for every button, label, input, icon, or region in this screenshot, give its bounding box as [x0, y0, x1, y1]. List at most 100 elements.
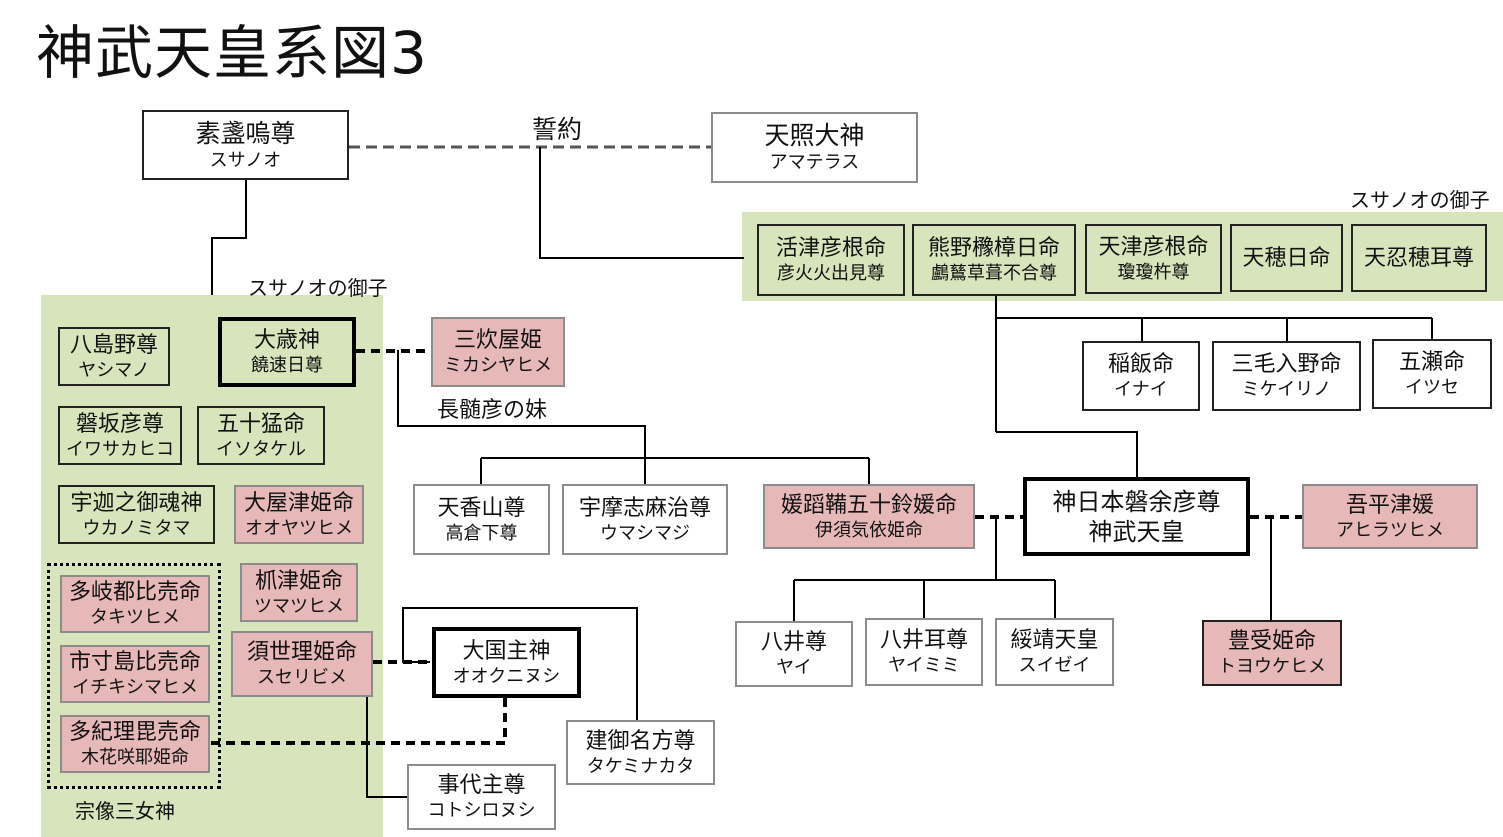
person-oyatsuhime: 大屋津姫命 オオヤツヒメ — [234, 485, 364, 544]
person-yashimano: 八島野尊 ヤシマノ — [58, 327, 170, 386]
person-name: 五瀬命 — [1398, 350, 1465, 375]
person-reading: イソタケル — [216, 438, 306, 460]
person-reading: ヤイミミ — [888, 655, 960, 676]
person-reading: コトシロヌシ — [427, 800, 536, 821]
person-reading: オオクニヌシ — [452, 665, 561, 687]
person-name: 豊受姫命 — [1227, 629, 1316, 654]
person-name: 多紀理毘売命 — [68, 720, 201, 745]
person-amatsuhikone: 天津彦根命 瓊瓊杵尊 — [1085, 224, 1222, 294]
person-name: 三炊屋姫 — [453, 328, 542, 353]
person-suizei: 綏靖天皇 スイゼイ — [995, 618, 1114, 686]
person-reading: 高倉下尊 — [445, 522, 518, 544]
person-itsuse: 五瀬命 イツセ — [1372, 339, 1492, 409]
person-suseribime: 須世理姫命 スセリビメ — [231, 631, 373, 697]
person-reading: 彦火火出見尊 — [777, 263, 885, 284]
person-name: 建御名方尊 — [585, 728, 696, 754]
person-reading: ミカシヤヒメ — [444, 355, 552, 376]
person-amenohohi: 天穂日命 — [1230, 224, 1343, 292]
person-tsumatsuhime: 枛津姫命 ツマツヒメ — [240, 563, 358, 622]
person-reading: 饒速日尊 — [251, 355, 323, 376]
person-reading: スセリビメ — [257, 667, 347, 688]
person-reading: ウマシマジ — [600, 522, 690, 544]
person-mikashiyahime: 三炊屋姫 ミカシヤヒメ — [431, 317, 565, 387]
person-takiribime: 多紀理毘売命 木花咲耶姫命 — [60, 715, 210, 773]
person-name: 宇摩志麻治尊 — [578, 495, 711, 521]
person-name: 天穂日命 — [1242, 245, 1331, 271]
munakata-label: 宗像三女神 — [75, 799, 175, 823]
person-jimmu: 神日本磐余彦尊 神武天皇 — [1023, 477, 1250, 556]
person-reading: トヨウケヒメ — [1218, 656, 1326, 677]
person-name: 熊野櫲樟日命 — [927, 236, 1060, 261]
vow-label: 誓約 — [532, 115, 583, 144]
person-name: 稲飯命 — [1107, 352, 1174, 377]
person-amaterasu: 天照大神 アマテラス — [711, 112, 918, 183]
person-mikeirino: 三毛入野命 ミケイリノ — [1212, 341, 1361, 411]
person-name: 事代主尊 — [437, 773, 526, 798]
person-ukanomitama: 宇迦之御魂神 ウカノミタマ — [58, 485, 215, 544]
susanoo-children-left-label: スサノオの御子 — [248, 276, 388, 300]
person-reading: スイゼイ — [1018, 655, 1091, 676]
person-name: 多岐都比売命 — [68, 580, 201, 605]
munakata-group-border — [47, 563, 221, 789]
person-reading: ヤイ — [776, 657, 812, 678]
person-reading: オオヤツヒメ — [245, 517, 353, 539]
person-iwasakako: 磐坂彦尊 イワサカヒコ — [58, 406, 182, 465]
person-ichikishimahime: 市寸島比売命 イチキシマヒメ — [60, 645, 210, 703]
person-reading: スサノオ — [209, 149, 282, 171]
person-ikutsuhikone: 活津彦根命 彦火火出見尊 — [757, 224, 905, 296]
person-reading: 鸕鶿草葺不合尊 — [931, 263, 1057, 284]
person-tagitsuhime: 多岐都比売命 タキツヒメ — [60, 575, 210, 633]
person-isotakeru: 五十猛命 イソタケル — [197, 406, 325, 465]
susanoo-children-right-label: スサノオの御子 — [1350, 188, 1490, 212]
page-title: 神武天皇系図3 — [36, 19, 428, 87]
person-reading: 木花咲耶姫命 — [81, 747, 189, 768]
person-reading: イワサカヒコ — [66, 438, 174, 460]
person-ahiratsuhime: 吾平津媛 アヒラツヒメ — [1302, 484, 1478, 549]
person-name: 八島野尊 — [69, 332, 158, 358]
person-name: 大歳神 — [253, 328, 320, 353]
person-reading: イナイ — [1114, 379, 1168, 400]
person-otoshi: 大歳神 饒速日尊 — [218, 317, 356, 387]
person-oshihomimi: 天忍穂耳尊 — [1351, 224, 1487, 292]
person-yaimimi: 八井耳尊 ヤイミミ — [865, 618, 983, 686]
person-reading: アマテラス — [769, 152, 860, 173]
person-name: 三毛入野命 — [1231, 352, 1342, 377]
person-reading: アヒラツヒメ — [1336, 519, 1444, 541]
person-himetatara: 媛蹈鞴五十鈴媛命 伊須気依姫命 — [763, 484, 975, 549]
person-takeminakata: 建御名方尊 タケミナカタ — [566, 720, 715, 785]
person-toyoukehime: 豊受姫命 トヨウケヒメ — [1202, 620, 1342, 686]
person-reading: タキツヒメ — [90, 607, 180, 628]
person-reading: イツセ — [1405, 377, 1459, 398]
person-name: 素盞嗚尊 — [195, 118, 296, 148]
person-amanokaguyama: 天香山尊 高倉下尊 — [413, 484, 550, 555]
person-name: 枛津姫命 — [254, 568, 343, 594]
person-name: 媛蹈鞴五十鈴媛命 — [780, 492, 957, 518]
person-name: 市寸島比売命 — [68, 650, 201, 675]
person-name: 大屋津姫命 — [243, 490, 354, 516]
person-yai: 八井尊 ヤイ — [735, 621, 853, 687]
person-name: 神日本磐余彦尊 — [1052, 487, 1221, 516]
person-inai: 稲飯命 イナイ — [1082, 341, 1200, 411]
person-reading: ヤシマノ — [78, 359, 150, 381]
nagasunehiko-sister-label: 長髄彦の妹 — [437, 398, 548, 423]
person-name: 大国主神 — [462, 638, 551, 664]
person-name: 八井耳尊 — [879, 628, 968, 653]
person-name: 活津彦根命 — [775, 236, 886, 261]
person-okuninushi: 大国主神 オオクニヌシ — [432, 627, 581, 698]
person-name: 五十猛命 — [216, 411, 305, 437]
person-name: 天津彦根命 — [1098, 235, 1209, 260]
person-reading: タケミナカタ — [586, 755, 695, 777]
person-reading: ツマツヒメ — [254, 595, 344, 617]
person-name: 磐坂彦尊 — [75, 411, 164, 437]
person-reading: イチキシマヒメ — [72, 677, 198, 698]
person-name: 宇迦之御魂神 — [70, 490, 203, 516]
person-name: 天忍穂耳尊 — [1363, 245, 1474, 271]
person-name: 八井尊 — [760, 630, 827, 655]
person-name: 天照大神 — [764, 121, 865, 150]
person-susanoo: 素盞嗚尊 スサノオ — [142, 110, 349, 180]
person-reading: 瓊瓊杵尊 — [1117, 262, 1190, 283]
person-name: 天香山尊 — [437, 495, 526, 521]
person-umashimaji: 宇摩志麻治尊 ウマシマジ — [562, 484, 728, 555]
person-name: 須世理姫命 — [246, 640, 357, 665]
